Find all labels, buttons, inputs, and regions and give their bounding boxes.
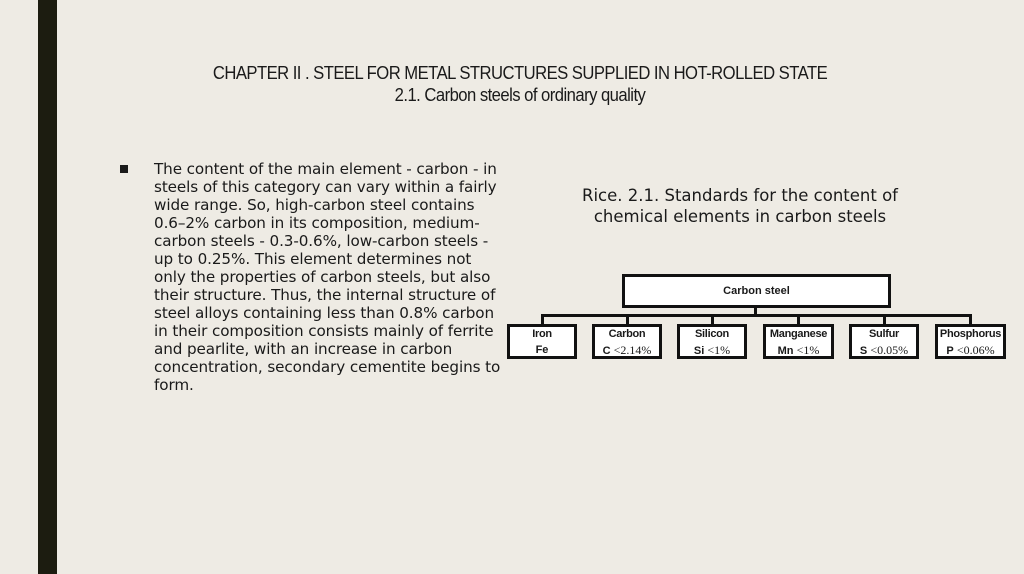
node-name: Sulfur bbox=[869, 328, 899, 340]
node-symbol: Mn bbox=[777, 345, 794, 357]
node-phosphorus: Phosphorus P <0.06% bbox=[935, 324, 1006, 359]
node-limit: <2.14% bbox=[613, 343, 652, 357]
node-limit: <0.06% bbox=[956, 343, 995, 357]
node-manganese: Manganese Mn <1% bbox=[763, 324, 834, 359]
node-limit: <1% bbox=[796, 343, 820, 357]
node-carbon: Carbon C <2.14% bbox=[592, 324, 662, 359]
node-symbol: S bbox=[859, 345, 868, 357]
node-iron: Iron Fe bbox=[507, 324, 577, 359]
node-name: Phosphorus bbox=[939, 328, 1002, 340]
node-symbol: C bbox=[602, 345, 611, 357]
node-symbol: P bbox=[946, 345, 954, 357]
bullet-paragraph: The content of the main element - carbon… bbox=[154, 160, 501, 394]
horizontal-connector bbox=[541, 314, 971, 317]
node-limit: <0.05% bbox=[870, 343, 909, 357]
caption-line-1: Rice. 2.1. Standards for the content of bbox=[582, 186, 898, 205]
node-symbol: Fe bbox=[535, 344, 549, 356]
root-node-carbon-steel: Carbon steel bbox=[622, 274, 891, 308]
slide-title: CHAPTER II . STEEL FOR METAL STRUCTURES … bbox=[142, 62, 898, 106]
child-stem-connector bbox=[711, 314, 714, 325]
node-silicon: Silicon Si <1% bbox=[677, 324, 747, 359]
node-name: Silicon bbox=[695, 328, 729, 340]
title-line-1: CHAPTER II . STEEL FOR METAL STRUCTURES … bbox=[212, 62, 828, 83]
title-line-2: 2.1. Carbon steels of ordinary quality bbox=[394, 84, 646, 105]
node-name: Carbon bbox=[608, 328, 646, 340]
child-stem-connector bbox=[541, 314, 544, 325]
figure-caption: Rice. 2.1. Standards for the content of … bbox=[540, 185, 940, 227]
child-stem-connector bbox=[883, 314, 886, 325]
node-name: Iron bbox=[532, 328, 552, 340]
root-stem-connector bbox=[754, 307, 757, 316]
node-limit: <1% bbox=[707, 343, 731, 357]
node-symbol: Si bbox=[693, 345, 705, 357]
caption-line-2: chemical elements in carbon steels bbox=[593, 207, 887, 226]
node-sulfur: Sulfur S <0.05% bbox=[849, 324, 919, 359]
square-bullet-icon bbox=[120, 165, 128, 173]
accent-side-bar bbox=[38, 0, 57, 574]
child-stem-connector bbox=[969, 314, 972, 325]
child-stem-connector bbox=[797, 314, 800, 325]
child-stem-connector bbox=[626, 314, 629, 325]
node-name: Manganese bbox=[769, 328, 828, 340]
